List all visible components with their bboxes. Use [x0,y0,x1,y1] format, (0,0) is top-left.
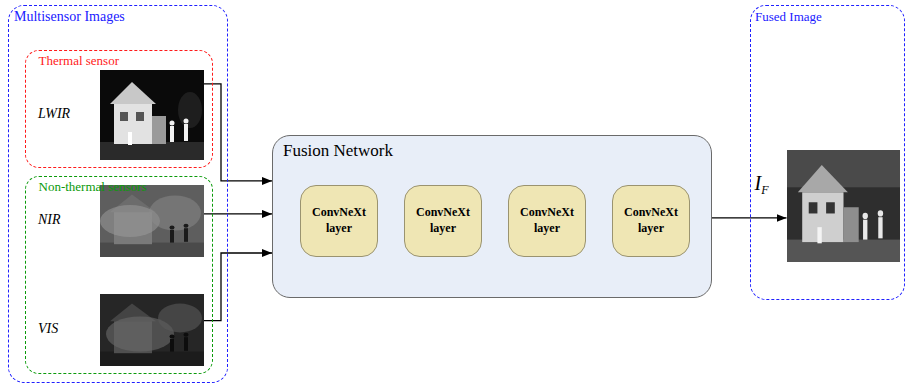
image-background [100,70,204,160]
sensor-group: Multisensor ImagesThermal sensorLWIRNon-… [8,5,228,383]
image-background [100,185,204,257]
node-label: ConvNeXt layer [621,205,681,236]
house-window [809,202,818,213]
node-label: F [761,183,768,198]
node-label: NIR [38,212,61,228]
person-head [170,121,175,126]
flow-arrow [204,84,272,181]
person-head [878,210,883,216]
layer-box: ConvNeXt layer [404,185,482,257]
house-window [136,112,144,121]
ground [787,240,900,262]
person-head [170,334,175,338]
node-label: I [755,172,762,195]
house-roof [110,82,156,104]
node-label: LWIR [38,106,70,122]
sky [787,150,900,187]
vis-image [100,294,204,366]
person [184,337,188,351]
sensor-input: VIS [32,291,204,367]
nir-image [100,185,204,257]
house-annex [152,116,166,144]
output-group: Fused ImageIF [750,5,905,300]
fusion-network-box: Fusion NetworkConvNeXt layer ConvNeXt lay… [272,135,712,298]
lwir-image [100,70,204,160]
person-head [863,213,868,219]
person [184,124,188,141]
person [817,227,821,243]
person-head [184,119,189,124]
node-label: Multisensor Images [14,9,227,25]
node-label: Fused Image [755,9,904,25]
node-label: ConvNeXt layer [309,205,369,236]
house-window [826,202,835,213]
person-head [184,333,189,337]
flow-arrow [204,253,272,321]
smoke [158,304,202,333]
smoke [149,195,201,230]
fused-output: IF [787,150,900,262]
person [170,339,174,352]
person-head [170,225,175,229]
house-wall [802,192,843,242]
layer-box: ConvNeXt layer [612,185,690,257]
sensor-input: LWIR [32,67,204,161]
person [878,217,882,238]
node-label: Fusion Network [283,141,711,161]
ground [100,142,204,160]
house-annex [844,207,859,242]
image-background [100,294,204,366]
ground [100,352,204,366]
node-label: Thermal sensor [39,53,212,69]
node-label: Non-thermal sensors [39,179,212,195]
person [128,132,132,145]
fused-image [787,150,900,262]
layer-box: ConvNeXt layer [300,185,378,257]
node-label: ConvNeXt layer [413,205,473,236]
ground [100,243,204,257]
image-background [787,150,900,262]
person [170,126,174,142]
person [170,230,174,243]
house-roof [798,165,848,192]
tree [178,92,202,128]
person [863,220,867,240]
flow-arrow [204,213,272,214]
house-wall [114,104,152,144]
house-window [120,112,128,121]
layer-box: ConvNeXt layer [508,185,586,257]
person [184,228,188,242]
node-label: VIS [38,321,58,337]
node-label: ConvNeXt layer [517,205,577,236]
person-head [184,224,189,228]
thermal-group: Thermal sensorLWIR [25,50,213,168]
non-thermal-group: Non-thermal sensorsNIR VIS [25,176,213,374]
